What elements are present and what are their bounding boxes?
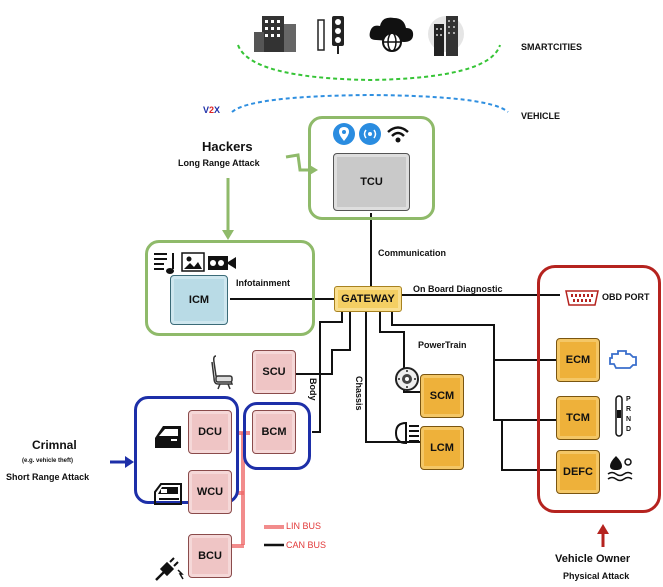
obd-connector-icon — [565, 290, 599, 306]
long-range-label: Long Range Attack — [178, 158, 260, 168]
infotainment-label: Infotainment — [236, 278, 290, 288]
infotainment-group — [145, 240, 315, 336]
gear-letter-p: P — [626, 396, 631, 403]
defc-node[interactable]: DEFC — [556, 450, 600, 494]
can-bus-label: CAN BUS — [286, 540, 327, 550]
icm-node[interactable]: ICM — [170, 275, 228, 325]
communication-label: Communication — [378, 248, 447, 258]
powertrain-label: PowerTrain — [418, 340, 467, 350]
office-building-icon — [254, 16, 296, 52]
bcm-node[interactable]: BCM — [252, 410, 296, 454]
radio-signal-icon — [359, 123, 381, 145]
door-window-group — [134, 396, 239, 504]
hackers-label: Hackers — [202, 139, 253, 154]
lin-bus-label: LIN BUS — [286, 521, 322, 531]
scu-node[interactable]: SCU — [252, 350, 296, 394]
smartcity-arc — [237, 44, 501, 82]
tcu-node[interactable]: TCU — [333, 153, 410, 211]
car-door-icon — [155, 426, 181, 448]
brake-disc-icon — [395, 367, 419, 391]
scm-node[interactable]: SCM — [420, 374, 464, 418]
smartcities-label: SMARTCITIES — [521, 42, 583, 52]
body-label: Body — [308, 378, 318, 401]
v2x-label: V2X — [203, 105, 220, 115]
crimnal-label: Crimnal — [32, 438, 77, 452]
ev-plug-icon — [155, 557, 184, 581]
traffic-light-icon — [317, 16, 344, 54]
ecm-node[interactable]: ECM — [556, 338, 600, 382]
chassis-label: Chassis — [354, 376, 364, 411]
headlight-icon — [394, 421, 419, 445]
dcu-node[interactable]: DCU — [188, 410, 232, 454]
exhaust-fluid-icon — [607, 456, 633, 482]
skyscraper-icon — [428, 16, 464, 56]
image-icon — [181, 252, 205, 272]
gear-letter-n: N — [626, 416, 632, 423]
vehicle-label: VEHICLE — [521, 111, 561, 121]
obd-label: On Board Diagnostic — [413, 284, 503, 294]
obd-port-label: OBD PORT — [602, 292, 650, 302]
gateway-node[interactable]: GATEWAY — [334, 286, 402, 312]
physical-access-group — [537, 265, 661, 513]
cloud-globe-icon — [369, 17, 414, 52]
wifi-icon — [387, 126, 409, 143]
gear-shifter-icon — [615, 395, 623, 437]
theft-label: (e.g. vehicle theft) — [22, 458, 74, 464]
vehicle-arc — [231, 93, 509, 113]
wcu-node[interactable]: WCU — [188, 470, 232, 514]
gear-letter-r: R — [626, 406, 632, 413]
gear-letter-d: D — [626, 426, 632, 433]
music-icon — [154, 253, 174, 274]
seat-icon — [211, 355, 234, 390]
camera-icon — [208, 256, 236, 270]
v2x-x: X — [214, 105, 221, 115]
location-pin-icon — [333, 123, 355, 145]
tcu-group — [308, 116, 435, 220]
physical-label: Physical Attack — [563, 571, 630, 581]
can-bus-lines — [230, 213, 560, 471]
bcm-group — [243, 402, 311, 470]
tcm-node[interactable]: TCM — [556, 396, 600, 440]
lcm-node[interactable]: LCM — [420, 426, 464, 470]
v2x-v: V — [203, 105, 210, 115]
engine-icon — [609, 350, 637, 369]
short-range-label: Short Range Attack — [6, 472, 90, 482]
owner-label: Vehicle Owner — [555, 553, 631, 565]
hacker-to-tcu-arrow — [285, 153, 311, 172]
v2x-2: 2 — [209, 105, 215, 115]
car-window-icon — [154, 483, 182, 505]
bcu-node[interactable]: BCU — [188, 534, 232, 578]
